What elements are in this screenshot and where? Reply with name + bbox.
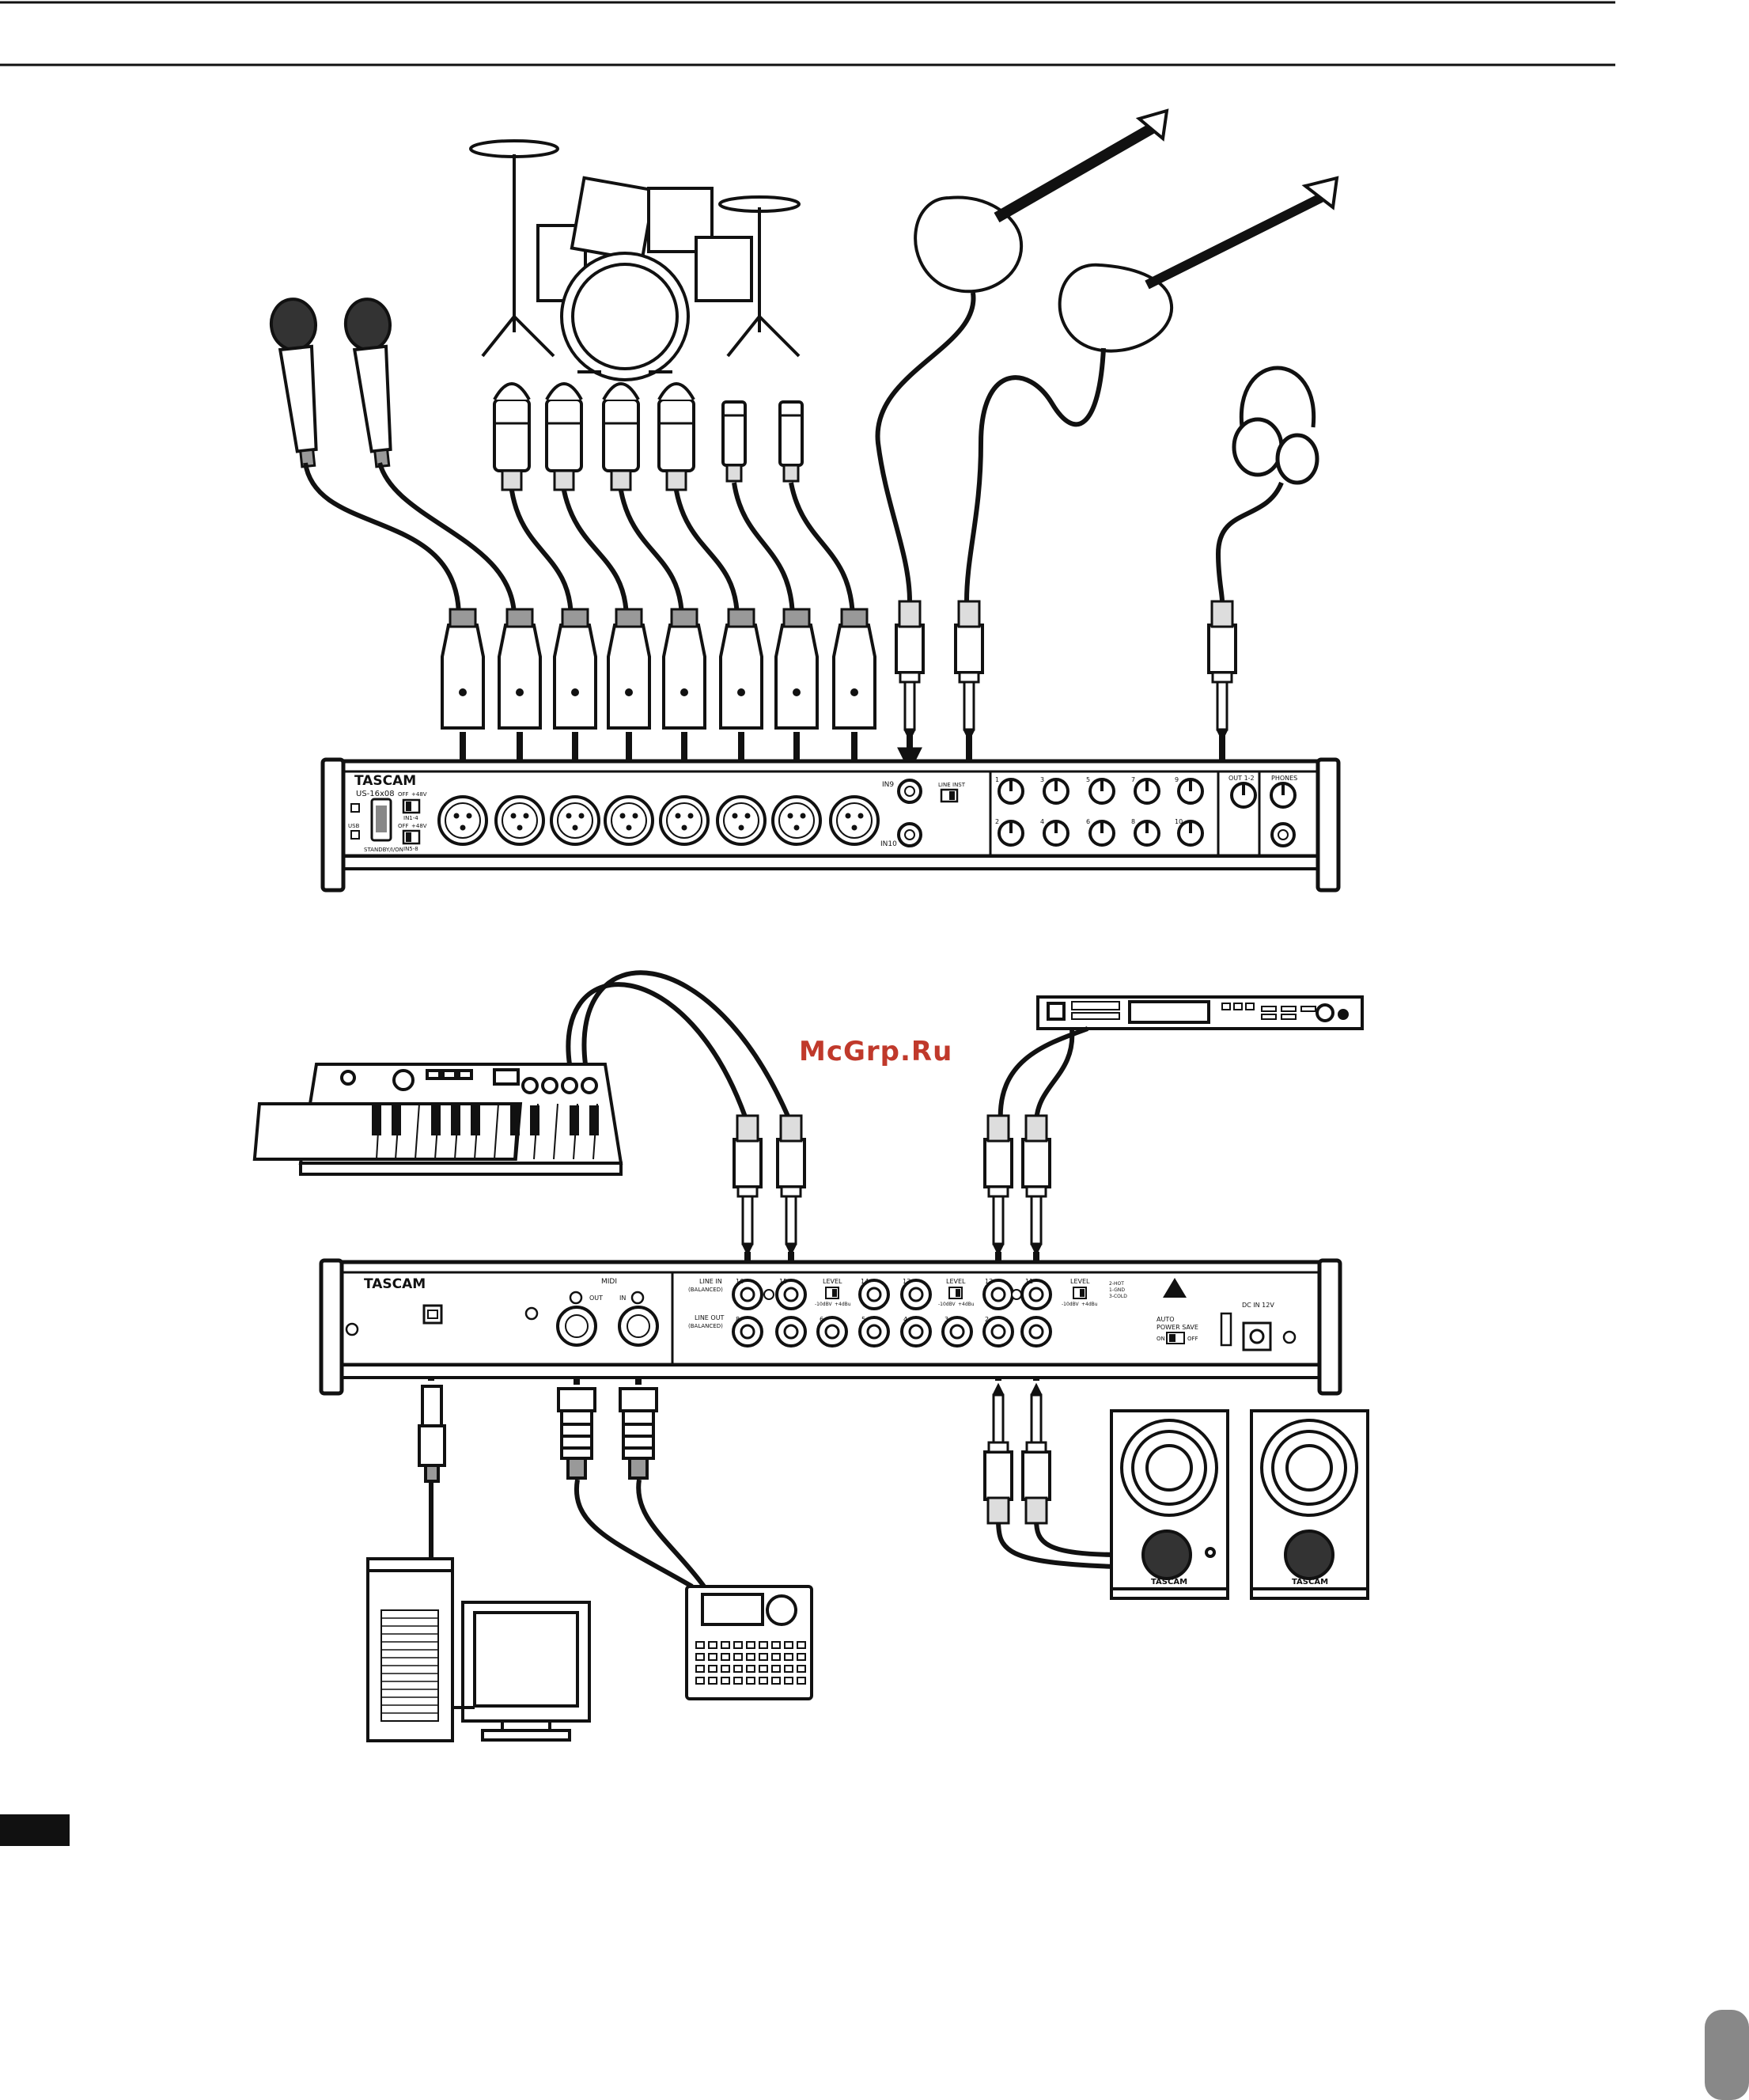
jack-plugs-top <box>895 600 1237 741</box>
watermark: McGrp.Ru <box>799 1036 952 1067</box>
line-out-label: LINE OUT <box>695 1314 725 1321</box>
speaker-brand-left: TASCAM <box>1151 1578 1187 1586</box>
midi-in-label: IN <box>619 1294 626 1302</box>
out-num-3: 3 <box>945 1316 948 1323</box>
midi-plugs <box>557 1387 658 1480</box>
in-num-14: 14 <box>861 1278 869 1285</box>
line-in-label: LINE IN <box>699 1278 722 1285</box>
midi-keyboard-icon <box>252 1063 623 1176</box>
front-model: US-16x08 <box>356 790 395 798</box>
out-num-5: 5 <box>861 1316 865 1323</box>
monitor-speakers-icon: TASCAM TASCAM <box>1110 1409 1369 1600</box>
rack-processor-icon <box>1036 995 1364 1030</box>
level-plus-1: +4dBu <box>835 1302 851 1307</box>
drum-machine-icon <box>685 1585 813 1700</box>
phantom-off-a: OFF <box>398 791 409 798</box>
out-num-2: 2 <box>985 1316 989 1323</box>
in9-label: IN9 <box>882 781 894 789</box>
ch-num-4: 4 <box>1040 818 1044 825</box>
power-on-label: ON <box>1157 1336 1165 1342</box>
out-num-6: 6 <box>820 1316 823 1323</box>
level-minus-1: -10dBV <box>815 1302 833 1307</box>
computer-icon <box>366 1557 591 1742</box>
electric-guitar-icon <box>914 108 1169 294</box>
ch-num-1: 1 <box>995 776 999 783</box>
auto-power-save-label-2: POWER SAVE <box>1157 1324 1198 1331</box>
phantom-off-b: OFF <box>398 823 409 829</box>
level-plus-3: +4dBu <box>1081 1302 1098 1307</box>
drum-mics <box>493 382 804 491</box>
ch-num-9: 9 <box>1175 776 1179 783</box>
ch-num-8: 8 <box>1131 818 1135 825</box>
level-label-1: LEVEL <box>823 1278 842 1285</box>
pin-legend-2: 2-HOT <box>1109 1281 1124 1287</box>
midi-out-label: OUT <box>589 1294 603 1302</box>
handheld-mic-icon <box>269 298 392 468</box>
in-num-16: 16 <box>736 1278 744 1285</box>
phones-label: PHONES <box>1271 775 1297 782</box>
ch-num-5: 5 <box>1086 776 1090 783</box>
front-brand: TASCAM <box>354 773 416 789</box>
line-label: LINE <box>938 782 951 788</box>
phantom-group-a: IN1-4 <box>403 815 418 821</box>
in-num-11: 11 <box>1025 1278 1033 1285</box>
rear-panel: TASCAM MIDI OUT IN LINE IN (BALANCED) LI… <box>319 1258 1342 1396</box>
level-label-3: LEVEL <box>1070 1278 1090 1285</box>
jack-plugs-speakers <box>983 1384 1051 1525</box>
page-tab-left <box>0 1814 70 1846</box>
out-label: OUT 1-2 <box>1228 775 1255 782</box>
in-num-12: 12 <box>985 1278 993 1285</box>
ch-num-10: 10 <box>1175 818 1183 825</box>
ch-num-2: 2 <box>995 818 999 825</box>
ch-num-3: 3 <box>1040 776 1044 783</box>
page-tab-right <box>1705 2010 1749 2100</box>
ch-num-7: 7 <box>1131 776 1135 783</box>
dc-in-label: DC IN 12V <box>1242 1302 1274 1309</box>
level-minus-2: -10dBV <box>938 1302 956 1307</box>
phantom-on-a: +48V <box>411 791 427 798</box>
pin-legend-1: 1-GND <box>1109 1287 1125 1293</box>
in-num-13: 13 <box>903 1278 910 1285</box>
jack-plugs-bottom <box>733 1114 1051 1255</box>
xlr-plugs <box>441 608 876 730</box>
power-off-label: OFF <box>1187 1336 1198 1342</box>
phantom-on-b: +48V <box>411 823 427 829</box>
inst-label: INST <box>952 782 966 788</box>
bass-guitar-icon <box>1058 176 1339 353</box>
out-num-4: 4 <box>903 1316 907 1323</box>
auto-power-save-label: AUTO <box>1157 1316 1175 1323</box>
line-out-sub: (BALANCED) <box>688 1323 723 1329</box>
level-minus-3: -10dBV <box>1062 1302 1080 1307</box>
cables-top <box>303 292 1284 618</box>
midi-label: MIDI <box>601 1278 617 1286</box>
in-num-15: 15 <box>779 1278 787 1285</box>
line-in-sub: (BALANCED) <box>688 1287 723 1293</box>
usb-label: USB <box>348 823 360 829</box>
phantom-group-b: IN5-8 <box>403 846 418 852</box>
speaker-brand-right: TASCAM <box>1292 1578 1328 1586</box>
rear-brand: TASCAM <box>364 1276 426 1292</box>
pin-legend-3: 3-COLD <box>1109 1294 1127 1299</box>
out-num-8: 8 <box>736 1316 740 1323</box>
ch-num-6: 6 <box>1086 818 1090 825</box>
level-label-2: LEVEL <box>946 1278 966 1285</box>
cables-bottom <box>429 970 1124 1589</box>
headphones-icon <box>1232 366 1319 485</box>
front-panel: TASCAM US-16x08 USB STANDBY/I/ON OFF +48… <box>320 757 1341 893</box>
usb-plug-icon <box>418 1385 446 1483</box>
level-plus-2: +4dBu <box>958 1302 975 1307</box>
in10-label: IN10 <box>880 840 897 848</box>
drum-kit-icon <box>469 139 801 381</box>
standby-label: STANDBY/I/ON <box>364 847 403 853</box>
